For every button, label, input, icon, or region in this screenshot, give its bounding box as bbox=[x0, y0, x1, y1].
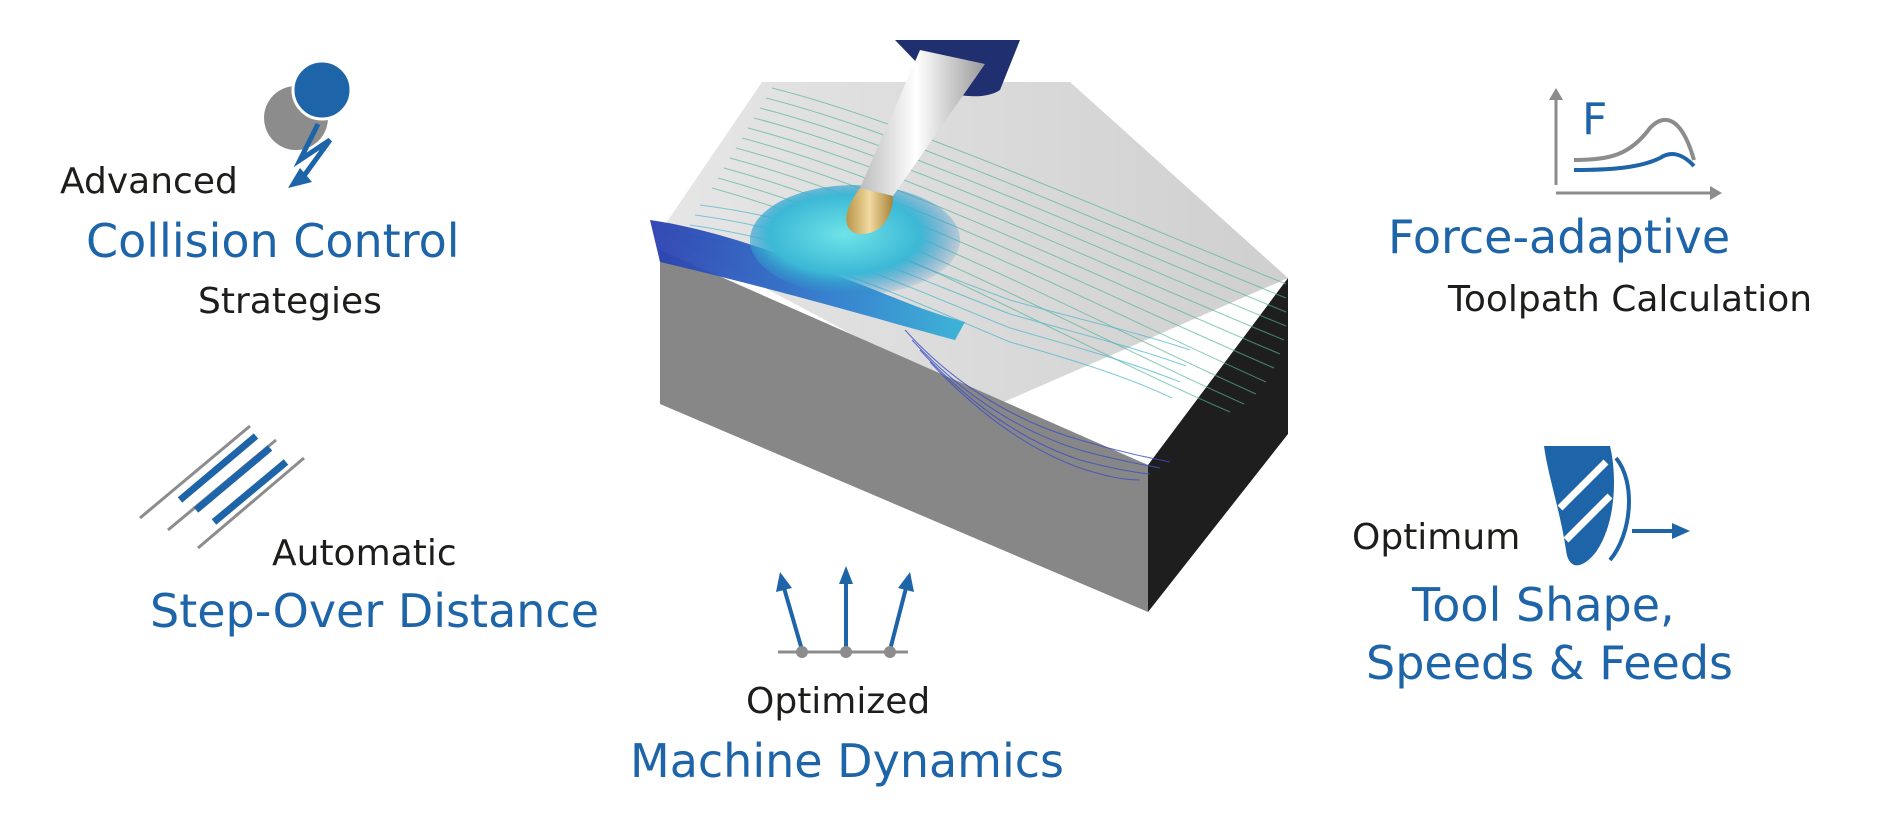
block-front-face bbox=[660, 250, 1148, 612]
tool-title-line2: Speeds & Feeds bbox=[1366, 636, 1733, 690]
force-icon-letter: F bbox=[1582, 94, 1608, 145]
force-graph-icon bbox=[1549, 88, 1722, 200]
block-side-face bbox=[1148, 278, 1288, 612]
collision-icon bbox=[264, 59, 353, 188]
tool-prefix: Optimum bbox=[1352, 517, 1521, 558]
collision-prefix: Advanced bbox=[60, 161, 238, 202]
dynamics-title: Machine Dynamics bbox=[630, 734, 1065, 788]
vector-arrows-icon bbox=[776, 566, 914, 658]
collision-suffix: Strategies bbox=[198, 281, 382, 322]
step-over-lines-icon bbox=[139, 424, 305, 550]
force-title: Force-adaptive bbox=[1388, 210, 1731, 264]
stepover-title: Step-Over Distance bbox=[150, 584, 600, 638]
cutter-tool-icon bbox=[1544, 446, 1690, 566]
tool-title-line1: Tool Shape, bbox=[1412, 578, 1675, 632]
force-suffix: Toolpath Calculation bbox=[1448, 279, 1813, 320]
dynamics-prefix: Optimized bbox=[746, 681, 931, 722]
collision-title: Collision Control bbox=[86, 214, 460, 268]
tool-tip bbox=[846, 188, 893, 235]
stepover-prefix: Automatic bbox=[272, 533, 457, 574]
cutting-spot bbox=[750, 185, 960, 295]
cutting-tool bbox=[860, 50, 985, 196]
block-top-face bbox=[660, 82, 1288, 408]
